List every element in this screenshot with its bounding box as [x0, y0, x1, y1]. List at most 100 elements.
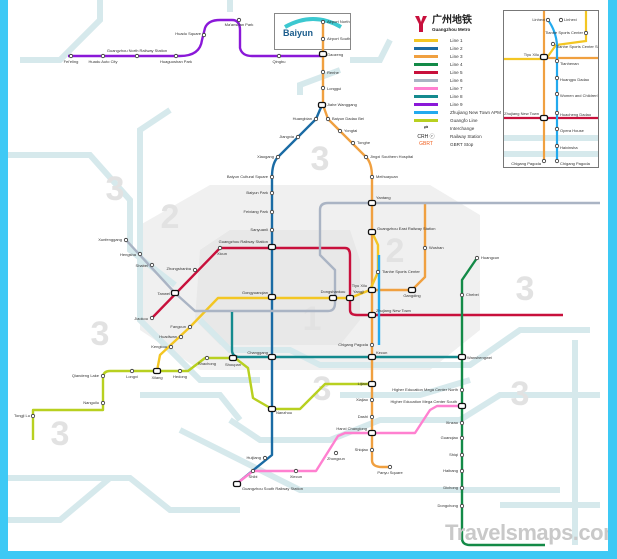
station[interactable]: Jingxi Southern Hospital	[363, 154, 413, 160]
station[interactable]: Lijiao	[358, 380, 377, 388]
station[interactable]: Dichong	[443, 485, 465, 491]
station[interactable]: Zhongcun	[327, 450, 345, 461]
station[interactable]: Dashi	[358, 414, 375, 420]
station[interactable]: Tianhe Sports Center	[375, 269, 421, 275]
river-shape	[228, 392, 600, 443]
station-dot	[320, 69, 326, 75]
station[interactable]: Nanzhou	[267, 405, 293, 416]
station[interactable]: Haibang	[443, 468, 465, 474]
inset-station[interactable]: Women and Children's Center	[554, 91, 598, 98]
station[interactable]: Fei'eling	[64, 53, 79, 64]
metro-logo-title-zh: 广州地铁	[432, 15, 472, 26]
station[interactable]: Yantang	[367, 195, 391, 207]
inset-station[interactable]: Chigang Pagoda	[554, 158, 591, 166]
station[interactable]: Renhe	[320, 69, 340, 75]
station[interactable]: Yangji	[345, 289, 364, 302]
station[interactable]: Airport North	[320, 19, 350, 25]
station[interactable]: Zhujiang New Town	[367, 308, 411, 319]
station[interactable]: Nanguilu	[83, 400, 106, 406]
station[interactable]: Xicun	[217, 245, 227, 256]
station[interactable]: Sanyuanli	[250, 227, 275, 233]
station[interactable]: Huadu Square	[175, 31, 207, 38]
station[interactable]: Guanqiao	[441, 435, 465, 441]
station[interactable]: Jiahe Wanggang	[317, 101, 357, 109]
station[interactable]: Baiyun Dadao Bei	[325, 116, 364, 122]
station[interactable]: Shabei	[136, 262, 155, 268]
station[interactable]: Gangding	[403, 286, 421, 299]
station[interactable]: Longxi	[126, 368, 138, 379]
station[interactable]: Ma'anshan Park	[225, 17, 254, 27]
station[interactable]: Xiecun	[290, 468, 302, 479]
inset-station[interactable]: Chigang Pagoda	[511, 158, 547, 166]
station[interactable]: Hanxi Changlong	[336, 426, 377, 437]
station[interactable]: Baiyun Park	[246, 190, 275, 196]
station[interactable]: Kecun	[367, 350, 388, 361]
station[interactable]: Chebei	[459, 292, 479, 298]
station-label: Chigang Pagoda	[511, 161, 542, 166]
station[interactable]: Huadiwan	[159, 334, 184, 340]
station[interactable]: Huangcun	[474, 255, 499, 261]
station-label: Yantang	[376, 195, 391, 200]
station[interactable]: Xinzao	[446, 420, 465, 426]
station[interactable]: Guangzhou Railway Station	[219, 239, 277, 251]
station[interactable]: Shiqiao	[355, 447, 375, 453]
station[interactable]: Shibi	[249, 468, 258, 479]
station[interactable]: Qiandeng Lake	[72, 373, 106, 379]
station[interactable]: Xiaogang	[257, 154, 281, 160]
station[interactable]: Yongtai	[337, 128, 357, 134]
station[interactable]: Panyu Square	[377, 464, 403, 475]
station[interactable]: Huadu Auto City	[89, 53, 118, 64]
station[interactable]: Tiyu Xilu	[352, 283, 377, 294]
station[interactable]: Tonghe	[350, 140, 371, 146]
station[interactable]: Hengsha	[120, 251, 143, 257]
inset-station[interactable]: Haixinsha	[554, 143, 578, 150]
station[interactable]: Huangbian	[293, 116, 319, 122]
station[interactable]: Higher Education Mega Center North	[392, 387, 465, 393]
station[interactable]: Shoupan	[225, 354, 241, 368]
station[interactable]: Dongshankou	[321, 289, 346, 302]
station[interactable]: Huaguoshan Park	[160, 53, 192, 64]
station[interactable]: Tongji Lu	[14, 413, 36, 419]
station[interactable]: Higher Education Mega Center South	[391, 399, 467, 410]
inset-station[interactable]: Tianhenan	[554, 58, 579, 66]
station-label: Sanyuanli	[250, 227, 268, 232]
station[interactable]: Xunfenggang	[98, 237, 129, 243]
inset-station[interactable]: Zhujiang New Town	[504, 111, 549, 122]
station[interactable]: Gaozeng	[318, 50, 344, 58]
inset-station[interactable]: Huangpu Dadao	[554, 75, 590, 82]
station[interactable]: Tanwei	[158, 289, 180, 297]
inset-station[interactable]: Linhexi	[532, 17, 551, 23]
station[interactable]: Jiaokou	[134, 315, 155, 321]
station[interactable]: Airport South	[320, 36, 350, 42]
station[interactable]: Longgui	[320, 85, 341, 91]
station[interactable]: Xiajiao	[356, 397, 375, 403]
station[interactable]: Jiangxia	[279, 134, 301, 140]
station[interactable]: Meihuayuan	[369, 174, 398, 180]
inset-station[interactable]: Linhexi	[558, 17, 577, 23]
station[interactable]: Gongyuanqian	[242, 290, 277, 301]
station[interactable]: Guangzhou North Railway Station	[107, 48, 167, 59]
station[interactable]: Hedong	[173, 368, 187, 379]
station[interactable]: Kengkou	[151, 344, 174, 350]
station[interactable]: Fangcun	[170, 324, 193, 330]
station[interactable]: Changgang	[247, 350, 277, 361]
station[interactable]: Shachong	[198, 355, 216, 366]
station[interactable]: Wanshengwei	[457, 353, 493, 361]
inset-station[interactable]: Tianhe Sports Center	[545, 30, 589, 36]
station[interactable]: Wushan	[422, 245, 444, 251]
inset-station[interactable]: Tianhe Sports Center South	[550, 41, 598, 49]
inset-station[interactable]: Tiyu Xilu	[524, 52, 549, 61]
station[interactable]: Guangzhou South Railway Station	[232, 480, 303, 492]
station[interactable]: Xilang	[151, 367, 163, 381]
station[interactable]: Dongchong	[438, 503, 465, 509]
station[interactable]: Feixiang Park	[244, 209, 275, 215]
station[interactable]: Baiyun Cultural Square	[227, 174, 275, 180]
station[interactable]: Guangzhou East Railway Station	[367, 226, 436, 236]
station[interactable]: Qingbu	[273, 53, 286, 64]
inset-station[interactable]: Opera House	[554, 126, 585, 133]
station[interactable]: Chigang Pagoda	[338, 342, 375, 348]
station[interactable]: Huijiang	[247, 455, 268, 461]
inset-station[interactable]: Huacheng Dadao	[554, 110, 592, 117]
station[interactable]: Zhongshanba	[167, 266, 198, 273]
station[interactable]: Shiqi	[449, 452, 465, 458]
